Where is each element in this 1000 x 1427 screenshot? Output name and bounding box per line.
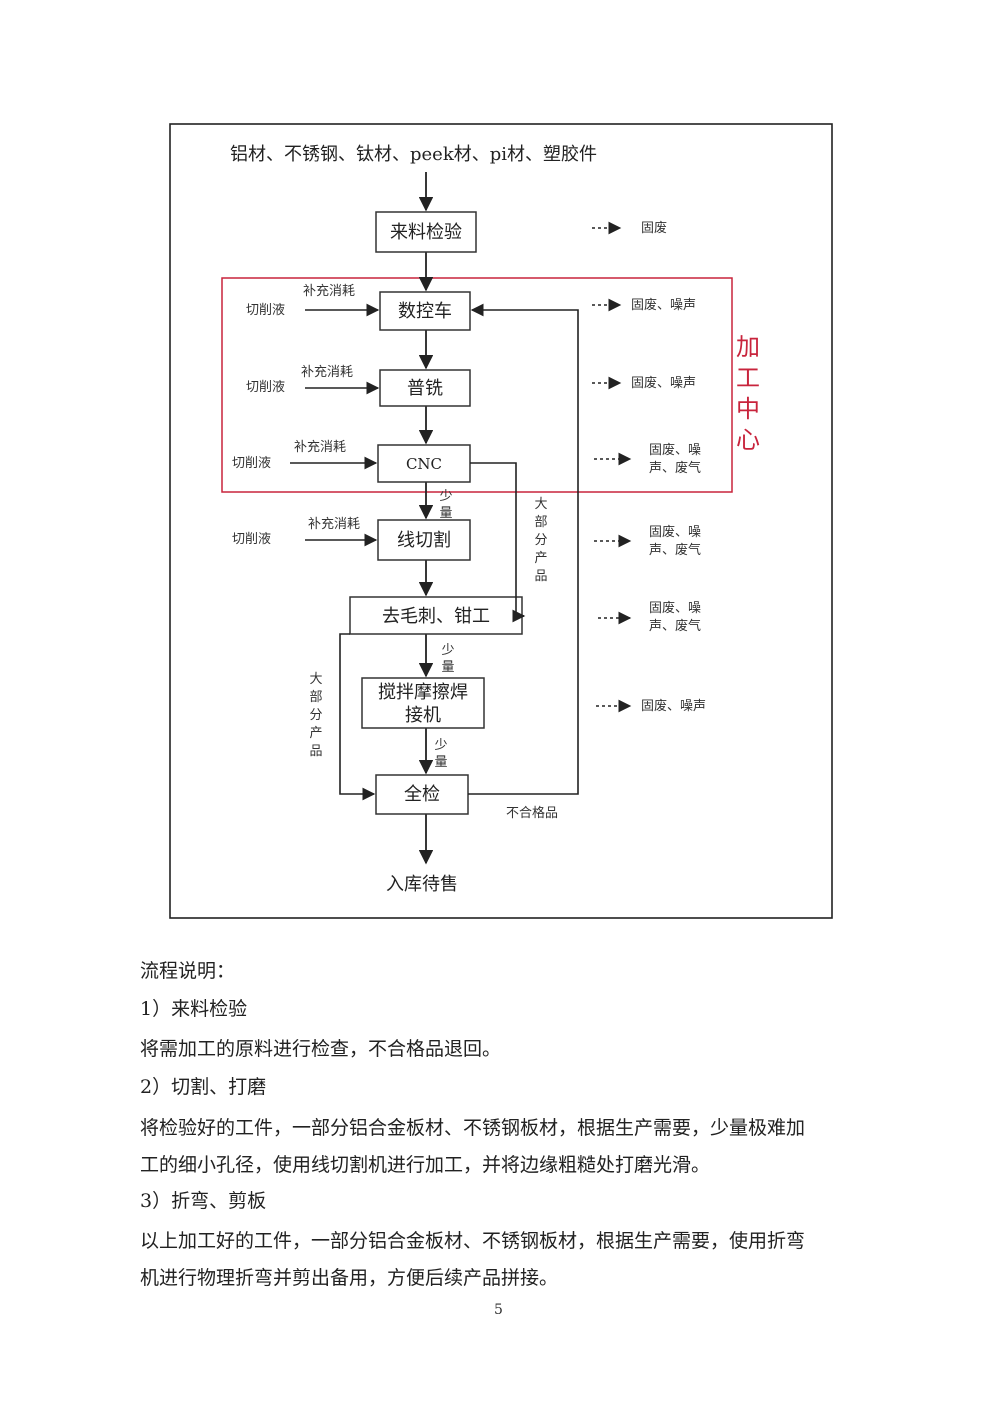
deburr-bypass-line	[339, 633, 376, 801]
small-amount-label-2b: 量	[441, 660, 454, 675]
fluid-label-1: 切削液	[246, 303, 285, 318]
output-waste-noise-1: 固废、噪声	[631, 297, 696, 313]
small-amount-label-1b: 量	[439, 506, 452, 521]
most-products-label-right-4: 产	[534, 551, 547, 566]
output-waste-gas-3b: 声、废气	[649, 618, 701, 634]
processing-center-frame	[221, 277, 733, 493]
small-amount-label-1: 少	[439, 489, 452, 504]
section2-title: 2）切割、打磨	[140, 1076, 267, 1098]
section3-body-line1: 以上加工好的工件，一部分铝合金板材、不锈钢板材，根据生产需要，使用折弯	[140, 1230, 806, 1252]
cnc-lathe-box	[379, 291, 471, 331]
most-products-label-left-1: 大	[309, 672, 322, 687]
unqualified-label: 不合格品	[506, 805, 558, 821]
most-products-label-right-2: 部	[534, 515, 547, 530]
weld-label-1: 搅拌摩擦焊	[378, 682, 468, 703]
output-waste-gas-3a: 固废、噪	[649, 600, 701, 616]
deburr-box	[349, 596, 523, 635]
inspection-box	[375, 211, 477, 253]
milling-box	[379, 369, 471, 407]
small-amount-label-3b: 量	[434, 755, 447, 770]
explanation-heading: 流程说明：	[140, 960, 236, 982]
output-waste-gas-1b: 声、废气	[649, 460, 701, 476]
supplement-label-4: 补充消耗	[308, 516, 360, 532]
supplement-label-3: 补充消耗	[294, 439, 346, 455]
cnc-box	[377, 444, 471, 483]
diagram-frame	[169, 123, 833, 919]
most-products-label-right-3: 分	[534, 533, 547, 548]
cnc-lathe-label: 数控车	[398, 301, 452, 322]
small-amount-label-2: 少	[441, 643, 454, 658]
most-products-label-left-5: 品	[309, 744, 322, 759]
process-flow-diagram: 铝材、不锈钢、钛材、peek材、pi材、塑胶件 来料检验 数控车 普铣 CNC …	[169, 123, 833, 919]
output-waste-gas-2b: 声、废气	[649, 542, 701, 558]
storage-label: 入库待售	[386, 874, 458, 895]
output-waste-gas-2a: 固废、噪	[649, 524, 701, 540]
weld-box	[361, 677, 485, 729]
rework-loop-line	[468, 303, 579, 795]
output-waste-gas-1a: 固废、噪	[649, 442, 701, 458]
processing-center-char-4: 心	[736, 426, 760, 454]
deburr-label: 去毛刺、钳工	[382, 606, 490, 627]
most-products-label-left-2: 部	[309, 690, 322, 705]
section1-body: 将需加工的原料进行检查，不合格品退回。	[140, 1038, 502, 1060]
processing-center-char-2: 工	[736, 364, 760, 392]
output-waste-noise-2: 固废、噪声	[631, 375, 696, 391]
supplement-label-2: 补充消耗	[301, 364, 353, 380]
most-products-label-left-4: 产	[309, 726, 322, 741]
output-waste-noise-3: 固废、噪声	[641, 698, 706, 714]
output-solid-waste: 固废	[641, 220, 667, 236]
section3-title: 3）折弯、剪板	[140, 1190, 267, 1212]
cnc-bypass-line	[470, 462, 522, 617]
wire-cut-label: 线切割	[397, 530, 451, 551]
section1-title: 1）来料检验	[140, 998, 248, 1020]
raw-materials-label: 铝材、不锈钢、钛材、peek材、pi材、塑胶件	[230, 144, 597, 165]
supplement-label-1: 补充消耗	[303, 283, 355, 299]
section3-body-line2: 机进行物理折弯并剪出备用，方便后续产品拼接。	[140, 1267, 559, 1289]
processing-center-char-3: 中	[736, 395, 760, 423]
small-amount-label-3: 少	[434, 738, 447, 753]
most-products-label-right-5: 品	[534, 569, 547, 584]
cnc-label: CNC	[406, 455, 442, 473]
processing-center-char-1: 加	[736, 333, 760, 361]
full-inspection-label: 全检	[404, 784, 440, 805]
section2-body-line2: 工的细小孔径，使用线切割机进行加工，并将边缘粗糙处打磨光滑。	[140, 1154, 711, 1176]
wire-cut-box	[377, 519, 471, 561]
most-products-label-left-3: 分	[309, 708, 322, 723]
most-products-label-right-1: 大	[534, 497, 547, 512]
page-number: 5	[494, 1302, 503, 1318]
section2-body-line1: 将检验好的工件，一部分铝合金板材、不锈钢板材，根据生产需要，少量极难加	[140, 1117, 806, 1139]
weld-label-2: 接机	[405, 705, 441, 726]
inspection-label: 来料检验	[390, 222, 462, 243]
fluid-label-2: 切削液	[246, 380, 285, 395]
milling-label: 普铣	[407, 378, 443, 399]
fluid-label-3: 切削液	[232, 456, 271, 471]
fluid-label-4: 切削液	[232, 532, 271, 547]
full-inspection-box	[375, 774, 469, 815]
